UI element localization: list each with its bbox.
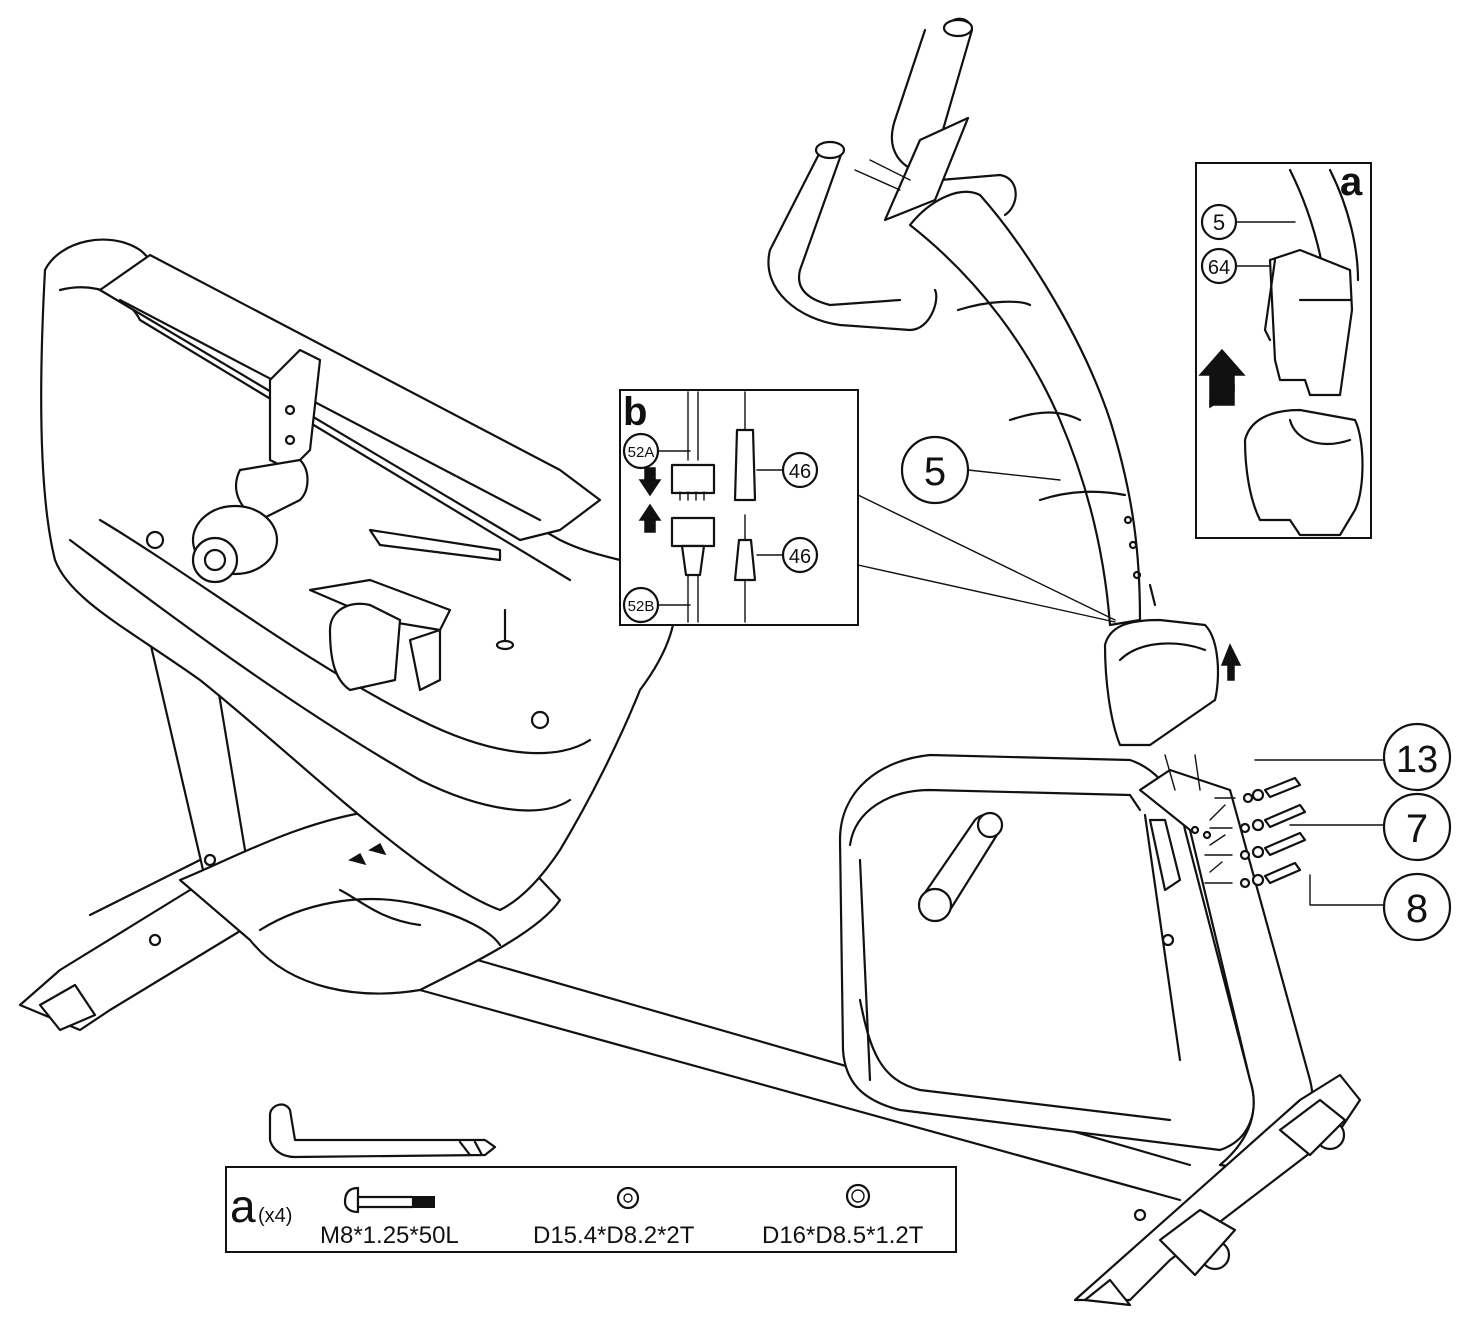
bolt-set (1204, 759, 1386, 906)
svg-text:5: 5 (1213, 210, 1225, 235)
svg-text:52A: 52A (628, 444, 655, 461)
washer-icon (616, 1186, 640, 1210)
washer-icon (845, 1183, 871, 1209)
callout-part-13: 13 (1382, 722, 1452, 792)
svg-text:M8*1.25*50L: M8*1.25*50L (320, 1222, 459, 1249)
hardware-box: a (x4) M8*1.25*50L D15.4*D8.2*2T D16*D8.… (225, 1166, 957, 1253)
bolt-row (1204, 776, 1307, 889)
svg-text:b: b (623, 390, 647, 434)
handlebar-post (767, 17, 1242, 791)
detail-a-box: a 5 64 (1195, 160, 1372, 539)
svg-text:52B: 52B (628, 598, 655, 615)
callout-part-5: 5 (900, 435, 1061, 505)
svg-text:D15.4*D8.2*2T: D15.4*D8.2*2T (533, 1222, 695, 1249)
svg-text:D16*D8.5*1.2T: D16*D8.5*1.2T (762, 1222, 924, 1249)
detail-b-box: b 52A 52B 46 46 (619, 389, 1116, 626)
svg-text:(x4): (x4) (258, 1205, 292, 1227)
svg-text:64: 64 (1208, 257, 1230, 279)
bike-main-frame (18, 238, 1192, 1202)
bolt-icon (343, 1186, 435, 1214)
allen-key-tool (268, 1103, 497, 1159)
svg-text:46: 46 (789, 461, 811, 483)
svg-text:46: 46 (789, 546, 811, 568)
svg-text:a: a (230, 1180, 256, 1232)
svg-text:7: 7 (1406, 807, 1428, 851)
callout-part-7: 7 (1382, 792, 1452, 862)
bike-front-frame (838, 753, 1362, 1307)
callout-part-8: 8 (1382, 872, 1452, 942)
svg-text:8: 8 (1406, 887, 1428, 931)
svg-text:13: 13 (1396, 739, 1438, 781)
svg-text:5: 5 (924, 450, 946, 494)
svg-text:a: a (1340, 160, 1363, 204)
